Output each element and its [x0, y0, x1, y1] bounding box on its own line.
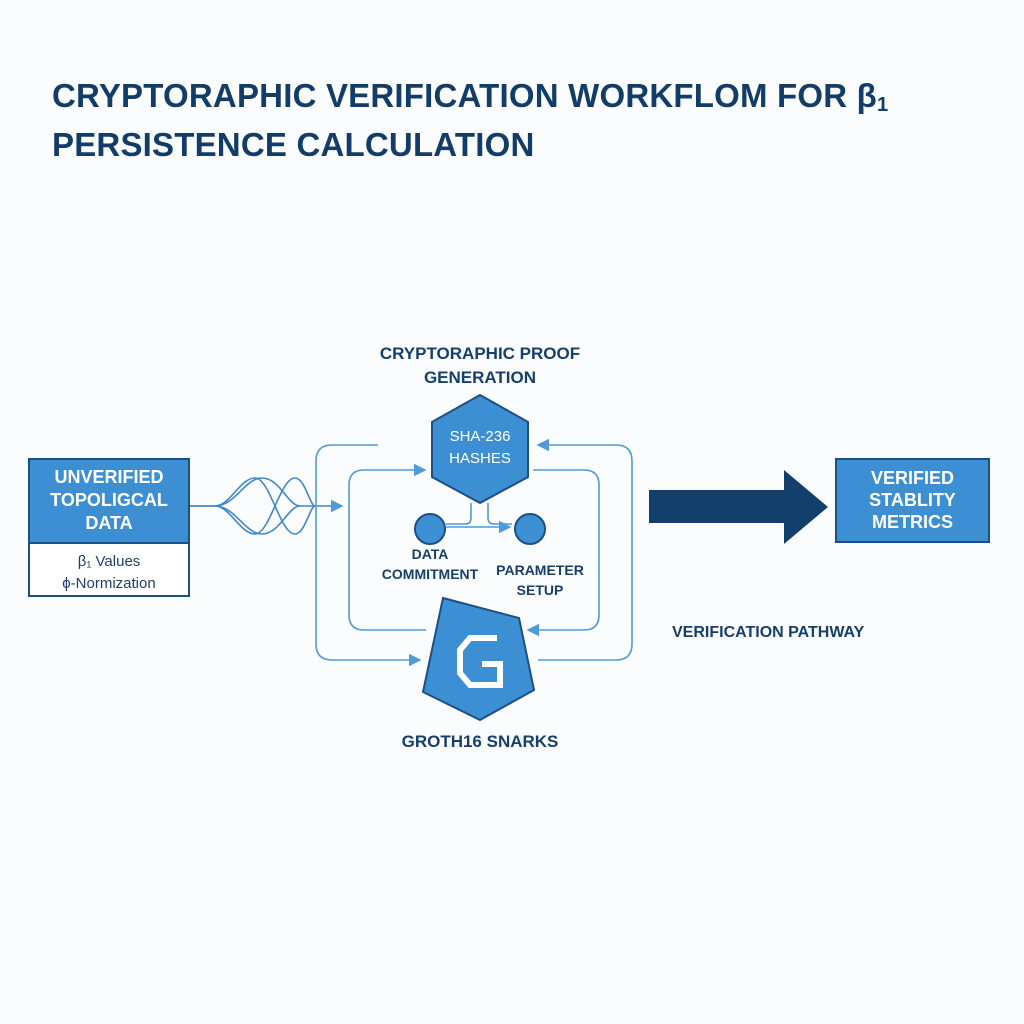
heading-line: DATA: [85, 513, 133, 533]
outer-right-loop: [536, 438, 633, 661]
label-line: HASHES: [449, 450, 511, 467]
parameter-setup-label: PARAMETER SETUP: [475, 560, 605, 600]
unverified-data-heading: UNVERIFIED TOPOLIGCAL DATA: [30, 460, 188, 544]
sha-hash-hexagon[interactable]: [431, 393, 529, 505]
label-line: CRYPTORAPHIC PROOF: [379, 344, 581, 363]
heading-line: TOPOLIGCAL: [50, 490, 168, 510]
diagram-title: CRYPTORAPHIC VERIFICATION WORKFLOM FOR β…: [52, 76, 992, 165]
label-line: SHA-236: [449, 428, 511, 445]
output-line: METRICS: [872, 512, 953, 532]
braided-input-connector: [190, 477, 344, 535]
title-line-1: CRYPTORAPHIC VERIFICATION WORKFLOM FOR β: [52, 77, 878, 114]
hash-branch-connector: [446, 503, 472, 525]
label-line: DATA: [411, 546, 449, 562]
heading-line: UNVERIFIED: [54, 467, 164, 487]
groth16-g-icon: [457, 635, 503, 688]
groth16-pentagon[interactable]: [421, 596, 536, 722]
proof-generation-label: CRYPTORAPHIC PROOF GENERATION: [330, 342, 630, 390]
inner-right-loop: [526, 469, 600, 637]
label-line: SETUP: [516, 582, 564, 598]
output-line: STABLITY: [869, 490, 956, 510]
detail-beta-values: β₁ Values: [77, 553, 141, 570]
label-line: GENERATION: [423, 368, 537, 387]
title-line-2: PERSISTENCE CALCULATION: [52, 126, 535, 163]
sha-hash-label: SHA-236 HASHES: [430, 426, 530, 470]
verification-arrow: [649, 470, 828, 544]
inner-left-loop: [348, 463, 427, 631]
verification-pathway-label: VERIFICATION PATHWAY: [672, 624, 865, 641]
outer-left-loop: [315, 444, 422, 667]
label-line: PARAMETER: [496, 562, 584, 578]
data-commitment-label: DATA COMMITMENT: [360, 544, 500, 584]
groth16-label: GROTH16 SNARKS: [401, 732, 559, 751]
verified-metrics-box[interactable]: VERIFIED STABLITY METRICS: [835, 458, 990, 543]
detail-phi-normalization: ϕ-Normization: [62, 575, 156, 592]
output-line: VERIFIED: [870, 468, 954, 488]
unverified-data-box[interactable]: UNVERIFIED TOPOLIGCAL DATA β₁ Values ϕ-N…: [28, 458, 190, 597]
title-subscript: 1: [877, 94, 889, 116]
label-line: COMMITMENT: [381, 566, 479, 582]
unverified-data-details: β₁ Values ϕ-Normization: [30, 544, 188, 595]
data-commitment-node[interactable]: [414, 513, 446, 545]
parameter-setup-node[interactable]: [514, 513, 546, 545]
